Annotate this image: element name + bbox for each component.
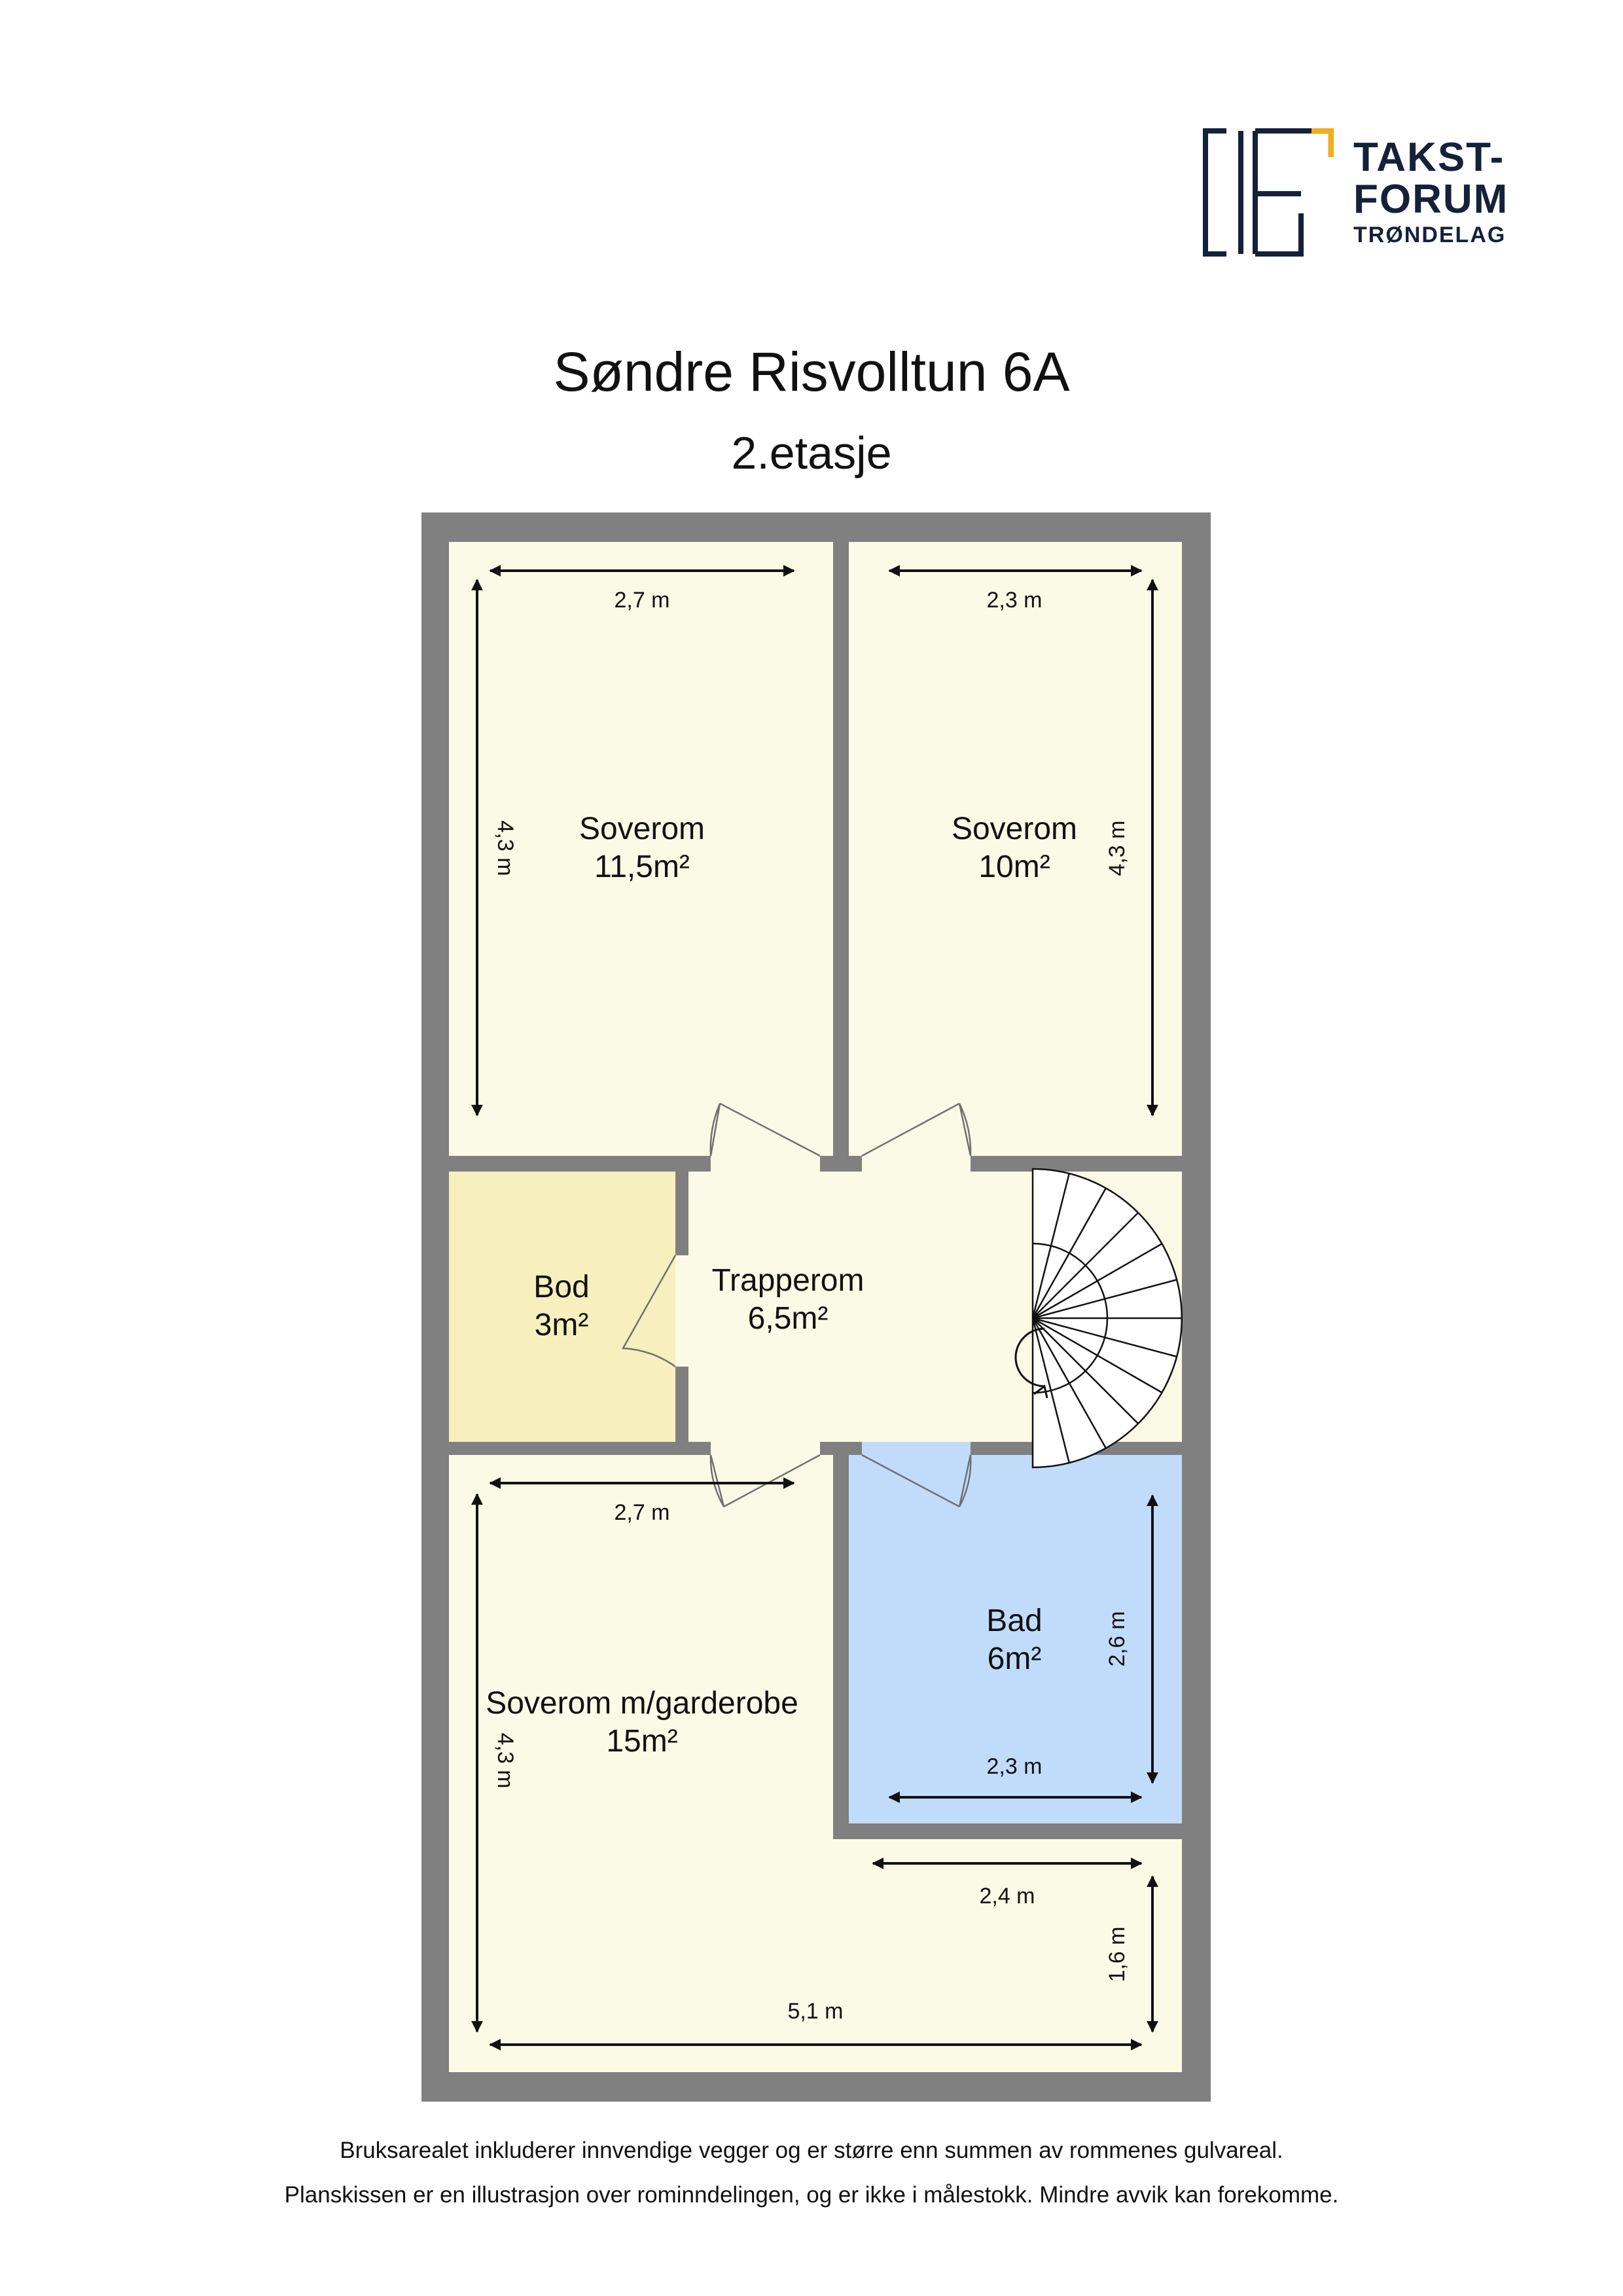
dimension-label: 2,4 m [979, 1884, 1035, 1909]
room-area-bod: 3m² [535, 1308, 589, 1342]
room-floor-soverom-1 [449, 542, 833, 1156]
room-floor-soverom-garderobe [449, 1455, 1182, 2072]
footer-note-2: Planskissen er en illustrasjon over romi… [284, 2182, 1339, 2208]
room-name-soverom-2: Soverom [952, 812, 1077, 846]
room-name-soverom-1: Soverom [579, 812, 705, 846]
dimension-label: 2,6 m [1105, 1611, 1130, 1666]
dimension-label: 5,1 m [787, 1999, 843, 2024]
door-swing [621, 1255, 677, 1368]
logo-mark-icon [1203, 128, 1334, 257]
logo-line-3: TRØNDELAG [1353, 223, 1507, 247]
dimension-label: 2,3 m [986, 588, 1042, 613]
footer-note-1: Bruksarealet inkluderer innvendige vegge… [340, 2138, 1283, 2163]
dimension-label: 2,3 m [986, 1754, 1042, 1779]
room-area-soverom-1: 11,5m² [594, 850, 690, 884]
room-floor-soverom-2 [849, 542, 1182, 1156]
room-area-soverom-garderobe: 15m² [606, 1724, 677, 1759]
door-leaf [861, 1454, 960, 1508]
door-opening [862, 1156, 971, 1172]
page-title: Søndre Risvolltun 6A [553, 341, 1070, 403]
dimension-label: 4,3 m [1105, 820, 1130, 876]
room-name-trapperom: Trapperom [712, 1263, 865, 1298]
door-leaf [719, 1102, 821, 1157]
page-subtitle: 2.etasje [731, 427, 892, 478]
door-opening [711, 1442, 820, 1455]
room-area-trapperom: 6,5m² [748, 1301, 829, 1336]
dimension-label: 2,7 m [614, 1500, 669, 1525]
room-area-bad: 6m² [988, 1641, 1042, 1676]
dimension-label: 2,7 m [614, 588, 669, 613]
room-name-bad: Bad [986, 1604, 1042, 1638]
room-name-bod: Bod [533, 1270, 589, 1304]
room-floor-bad [849, 1455, 1182, 1823]
door-opening [675, 1255, 688, 1367]
room-floor-bod [449, 1172, 675, 1442]
dimension-label: 4,3 m [493, 820, 518, 876]
room-name-soverom-garderobe: Soverom m/garderobe [486, 1686, 798, 1721]
dimension-label: 1,6 m [1105, 1926, 1130, 1982]
door-opening [862, 1442, 971, 1455]
door-opening [711, 1156, 820, 1172]
logo: TAKST- FORUM TRØNDELAG [1203, 128, 1507, 259]
room-area-soverom-2: 10m² [978, 850, 1050, 884]
logo-line-1: TAKST- [1353, 135, 1505, 180]
dimension-label: 4,3 m [493, 1732, 518, 1788]
logo-line-2: FORUM [1353, 177, 1509, 222]
spiral-staircase [1014, 1168, 1183, 1469]
logo-text: TAKST- FORUM TRØNDELAG [1353, 135, 1509, 247]
door-leaf [861, 1102, 960, 1157]
